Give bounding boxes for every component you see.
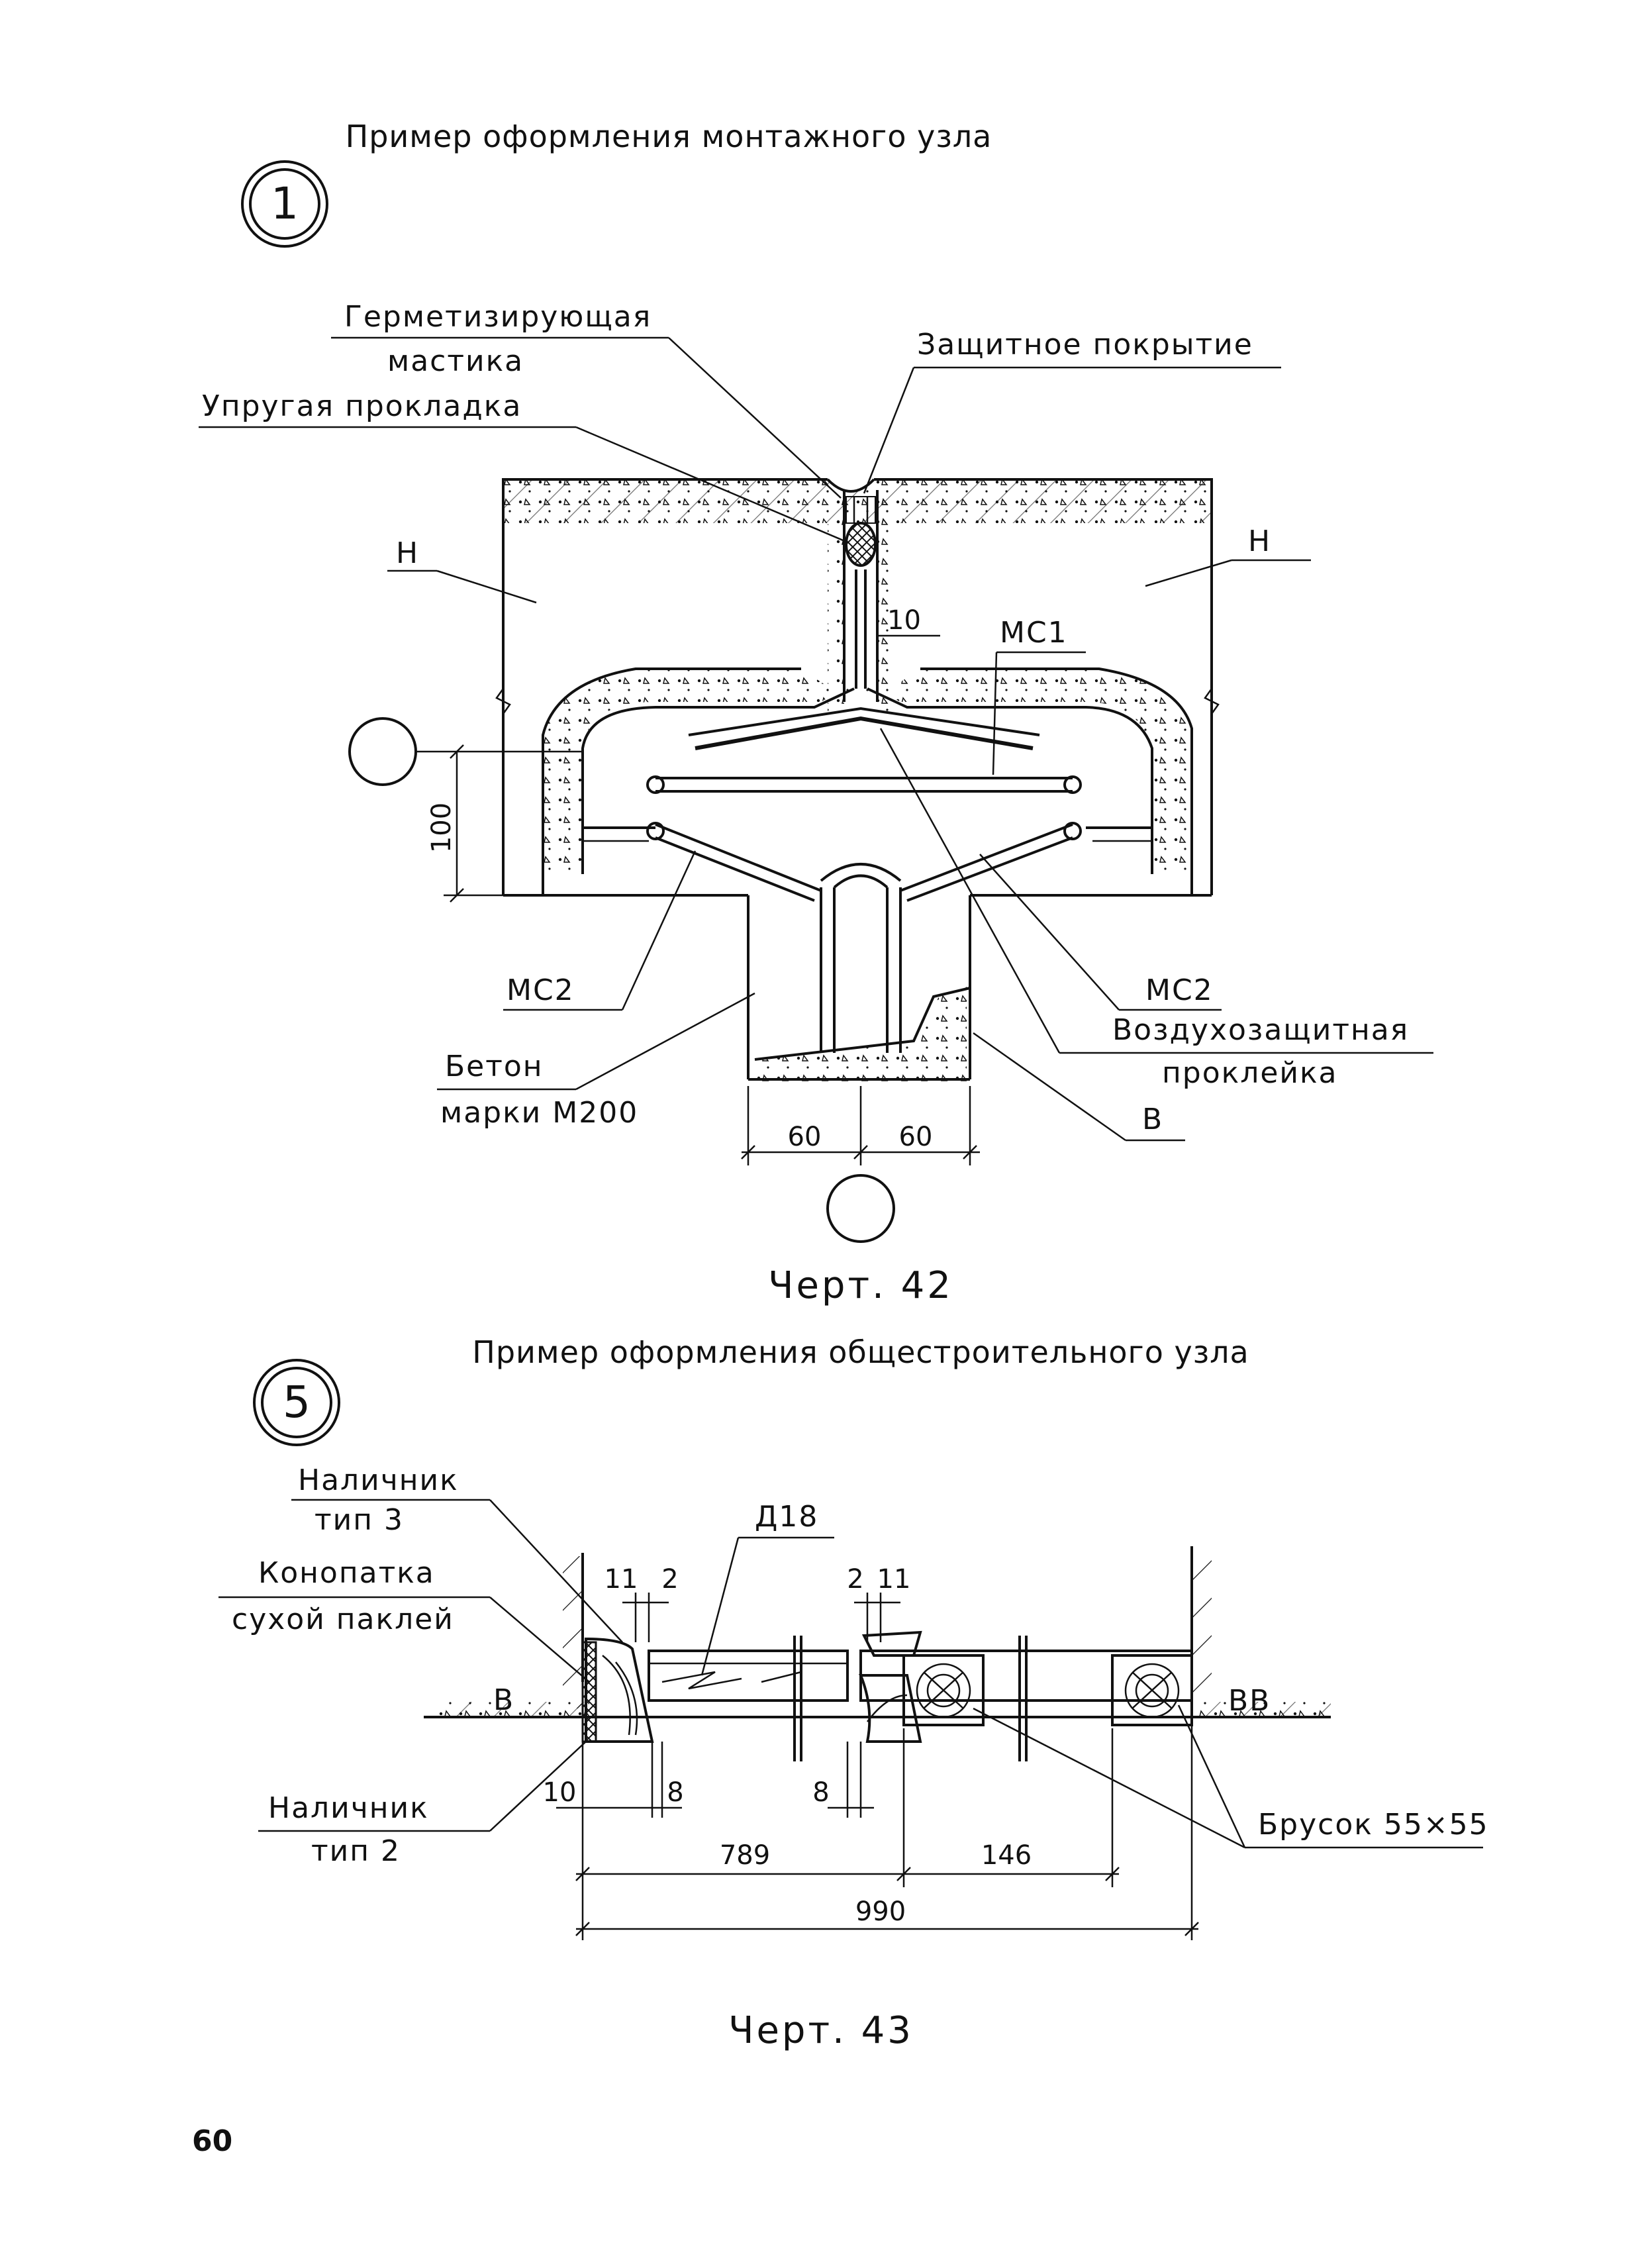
figure-43: Пример оформления общестроительного узла… (218, 1334, 1489, 2052)
label-caulk-1: Конопатка (258, 1556, 435, 1590)
label-d18: Д18 (755, 1500, 818, 1534)
dim-10-joint: 10 (887, 605, 921, 636)
fig42-slab (495, 478, 1220, 897)
dim-146: 146 (981, 1840, 1032, 1871)
label-air-2: проклейка (1162, 1056, 1338, 1090)
fig43-title: Пример оформления общестроительного узла (472, 1334, 1249, 1370)
dim-11-left: 11 (604, 1564, 638, 1595)
label-trim2-2: тип 2 (311, 1834, 401, 1868)
label-trim2-1: Наличник (268, 1791, 429, 1825)
fig42-node-marker: 1 (241, 160, 328, 248)
dim-8-left: 8 (667, 1777, 683, 1808)
label-concrete-1: Бетон (445, 1050, 544, 1083)
label-caulk-2: сухой паклей (232, 1602, 454, 1636)
label-ms2-right: МС2 (1145, 973, 1214, 1007)
page-number: 60 (192, 2124, 232, 2158)
figure-42: Пример оформления монтажного узла 1 (199, 119, 1433, 1307)
dim-100: 100 (426, 803, 457, 853)
fig43-caption: Черт. 43 (728, 2009, 914, 2052)
label-n-right: Н (1248, 524, 1271, 558)
label-bb: ВВ (1228, 1684, 1271, 1718)
fig42-node-number: 1 (271, 178, 299, 229)
dim-2-left: 2 (661, 1564, 678, 1595)
fig42-callouts: Герметизирующая мастика Упругая прокладк… (199, 300, 1433, 1142)
dim-789: 789 (720, 1840, 770, 1871)
label-trim3-2: тип 3 (314, 1503, 404, 1537)
label-trim3-1: Наличник (298, 1463, 459, 1497)
dim-60-right: 60 (899, 1122, 933, 1152)
dim-60-left: 60 (788, 1122, 822, 1152)
fig42-dimensions: 100 10 60 60 (348, 605, 980, 1243)
label-concrete-2: марки М200 (440, 1096, 638, 1130)
fig42-stem (747, 895, 971, 1086)
fig43-door (581, 1630, 1193, 1761)
dim-8-right: 8 (812, 1777, 829, 1808)
label-b-fig42: В (1142, 1103, 1163, 1136)
fig43-dimensions: 11 2 2 11 10 8 8 789 146 (543, 1564, 1199, 1940)
label-coating: Защитное покрытие (917, 328, 1253, 362)
fig42-title: Пример оформления монтажного узла (346, 119, 992, 154)
label-bar: Брусок 55×55 (1258, 1808, 1489, 1842)
dim-2-right: 2 (847, 1564, 863, 1595)
fig42-joint (828, 490, 894, 715)
fig43-node-number: 5 (283, 1377, 311, 1428)
label-ms2-left: МС2 (507, 973, 575, 1007)
dim-10: 10 (543, 1777, 577, 1808)
fig42-caption: Черт. 42 (768, 1264, 953, 1307)
label-sealant-1: Герметизирующая (344, 300, 652, 334)
label-n-left: Н (396, 536, 419, 570)
label-sealant-2: мастика (387, 344, 524, 378)
fig42-anchors (646, 707, 1082, 1053)
dim-990: 990 (855, 1897, 906, 1927)
label-ms1: МС1 (1000, 616, 1068, 650)
label-b-left: В (493, 1683, 514, 1717)
fig43-node-marker: 5 (253, 1359, 340, 1446)
dim-11-right: 11 (877, 1564, 911, 1595)
label-gasket: Упругая прокладка (202, 389, 522, 423)
fig43-callouts: Наличник тип 3 Конопатка сухой паклей В … (218, 1463, 1489, 1868)
fig42-cavity (542, 667, 1193, 895)
fig43-walls (424, 1546, 1331, 1718)
label-air-1: Воздухозащитная (1112, 1013, 1409, 1047)
